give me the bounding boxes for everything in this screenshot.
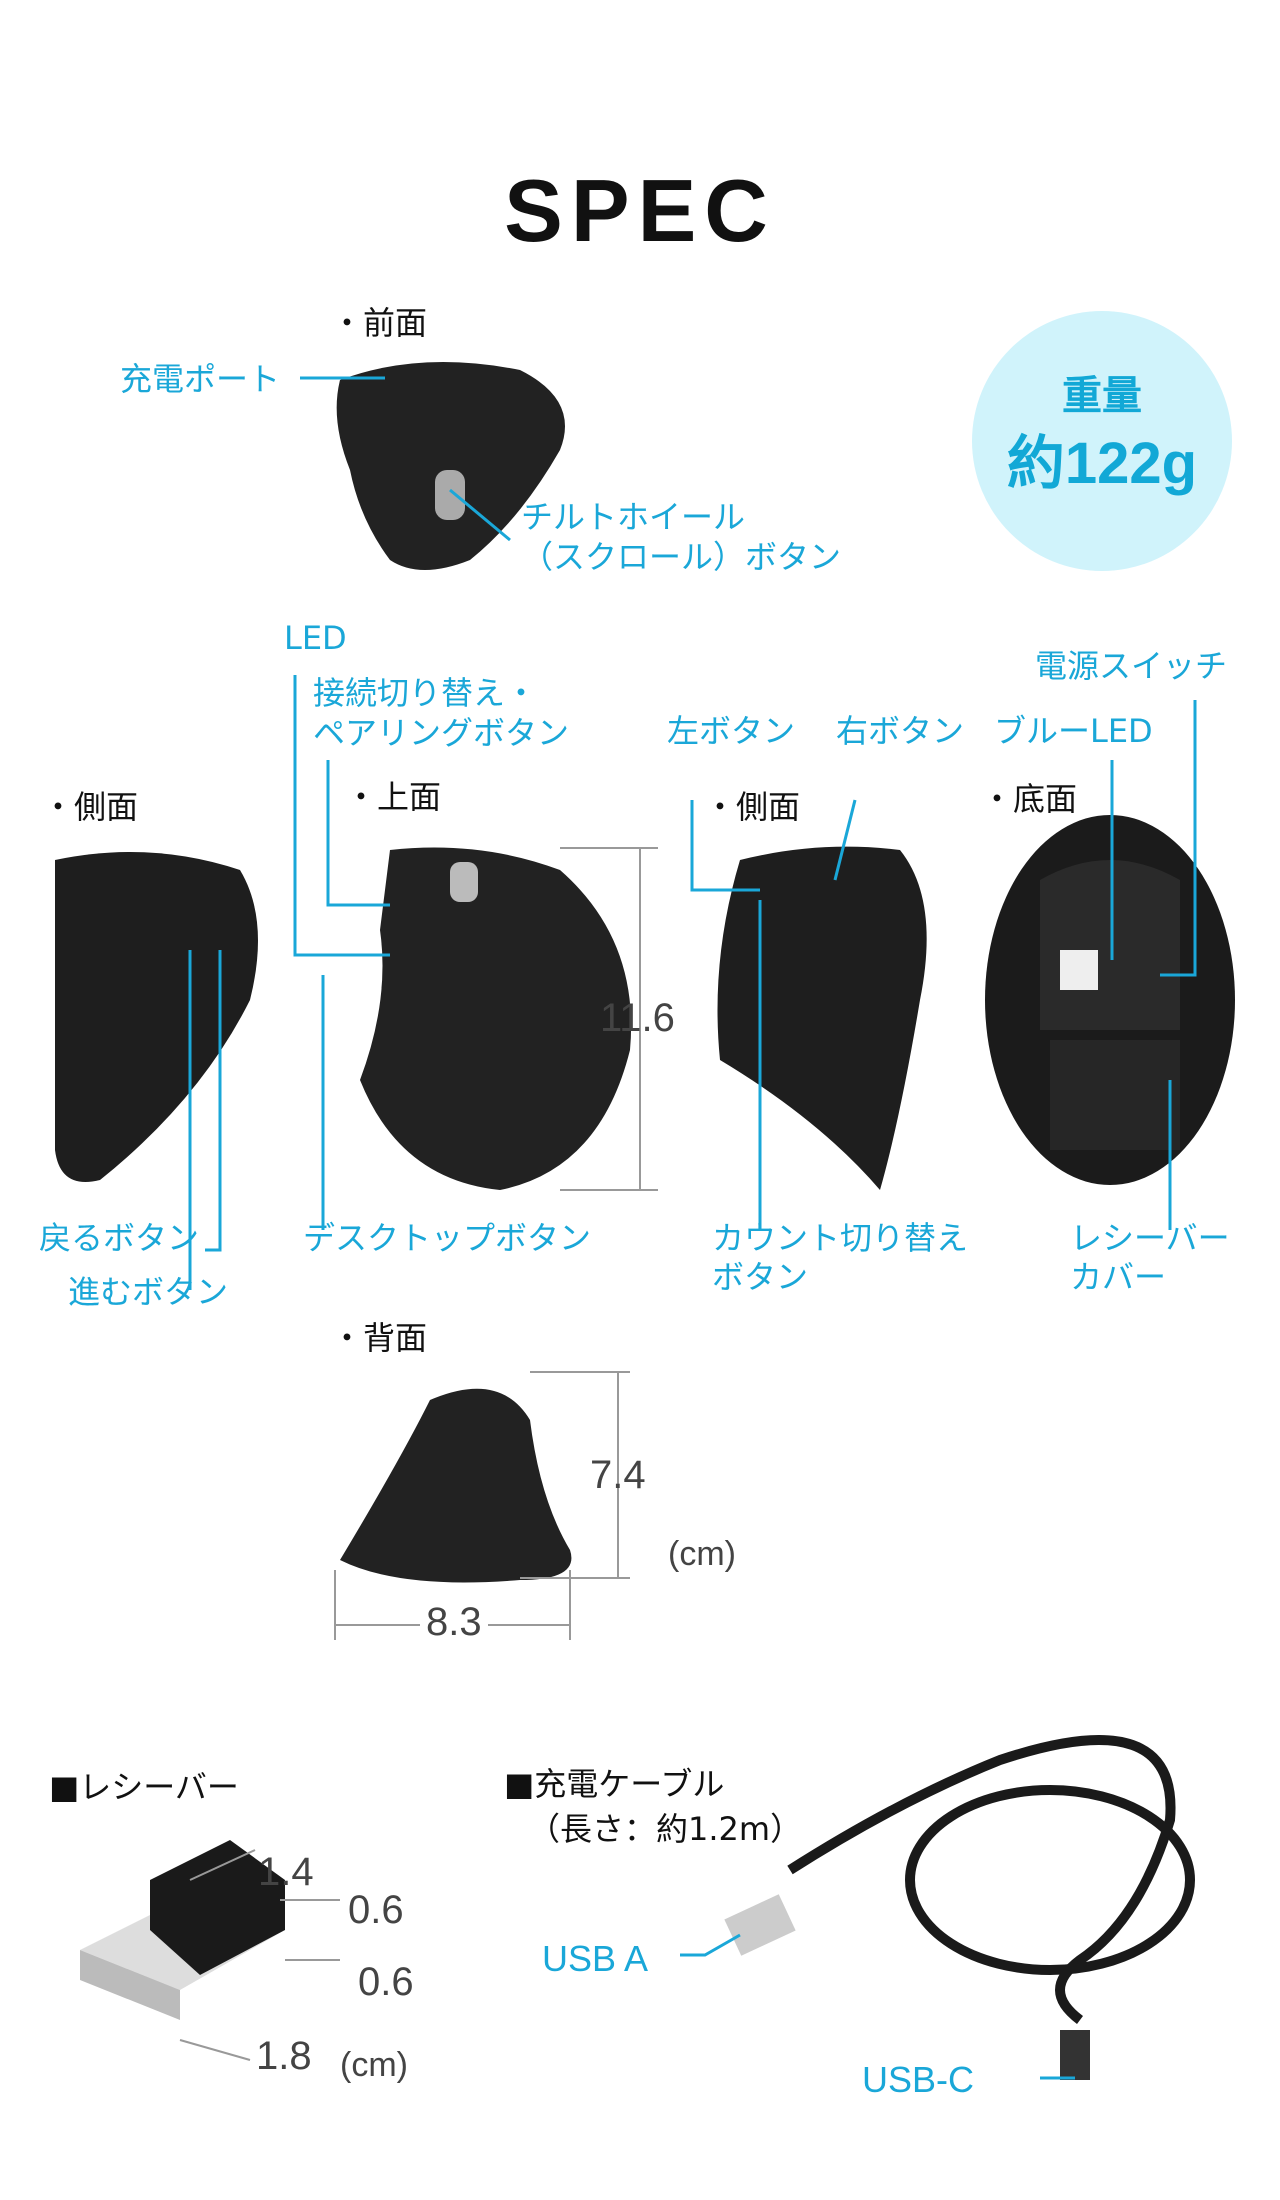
mouse-bottom-image xyxy=(985,815,1235,1185)
mouse-side-left-image xyxy=(55,852,258,1182)
callout-blue-led: ブルーLED xyxy=(994,712,1153,750)
usb-a-plug xyxy=(724,1894,796,1956)
view-label-back: ・背面 xyxy=(331,1319,428,1357)
weight-value: 約122g xyxy=(1006,431,1198,496)
callout-pairing-1: 接続切り替え・ xyxy=(313,674,538,712)
dimension-width: 8.3 xyxy=(420,1600,488,1645)
callout-usb-a: USB A xyxy=(542,1938,649,1979)
callout-count-switch-2: ボタン xyxy=(712,1258,809,1296)
receiver-image xyxy=(80,1840,285,2020)
weight-badge: 重量 約122g xyxy=(972,311,1232,571)
callout-charge-port: 充電ポート xyxy=(120,360,281,398)
callout-desktop-button: デスクトップボタン xyxy=(303,1219,592,1257)
callout-receiver-cover-2: カバー xyxy=(1070,1258,1167,1296)
usb-c-plug xyxy=(1060,2030,1090,2080)
view-label-bottom: ・底面 xyxy=(981,780,1078,818)
callout-receiver-cover-1: レシーバー xyxy=(1070,1219,1230,1257)
cable-heading: ■充電ケーブル xyxy=(504,1765,725,1803)
mouse-side-right-image xyxy=(717,846,927,1190)
receiver-dim-2: 0.6 xyxy=(348,1888,404,1932)
view-label-top: ・上面 xyxy=(345,778,442,816)
receiver-dim-1: 1.4 xyxy=(258,1850,314,1894)
dimension-back-height: 7.4 xyxy=(590,1453,646,1497)
view-label-side-left: ・側面 xyxy=(42,788,139,826)
mouse-top-image xyxy=(360,847,632,1190)
callout-pairing-2: ペアリングボタン xyxy=(313,714,570,752)
receiver-unit: (cm) xyxy=(340,2046,408,2084)
callout-tilt-wheel-1: チルトホイール xyxy=(521,498,746,536)
cable-image xyxy=(787,1735,1195,2024)
callout-count-switch-1: カウント切り替え xyxy=(712,1219,969,1257)
callout-right-button: 右ボタン xyxy=(836,712,965,750)
page-title: SPEC xyxy=(504,161,776,260)
callout-power-switch: 電源スイッチ xyxy=(1035,647,1228,685)
receiver-dim-3: 0.6 xyxy=(358,1960,414,2004)
callout-usb-c: USB-C xyxy=(862,2059,975,2100)
receiver-dim-4: 1.8 xyxy=(256,2034,312,2078)
callout-left-button: 左ボタン xyxy=(667,712,796,750)
dimension-unit: (cm) xyxy=(668,1535,736,1573)
weight-label: 重量 xyxy=(1062,373,1142,419)
mouse-back-image xyxy=(340,1388,572,1583)
dimension-height: 11.6 xyxy=(600,996,675,1040)
callout-back-button: 戻るボタン xyxy=(39,1219,200,1257)
receiver-heading: ■レシーバー xyxy=(49,1768,239,1806)
view-label-front: ・前面 xyxy=(331,304,428,342)
cable-length: （長さ：約1.2m） xyxy=(528,1810,803,1848)
callout-tilt-wheel-2: （スクロール）ボタン xyxy=(521,538,842,576)
view-label-side-right: ・側面 xyxy=(704,788,801,826)
mouse-front-image xyxy=(336,362,565,570)
callout-led: LED xyxy=(284,619,347,657)
callout-forward-button: 進むボタン xyxy=(68,1273,229,1311)
